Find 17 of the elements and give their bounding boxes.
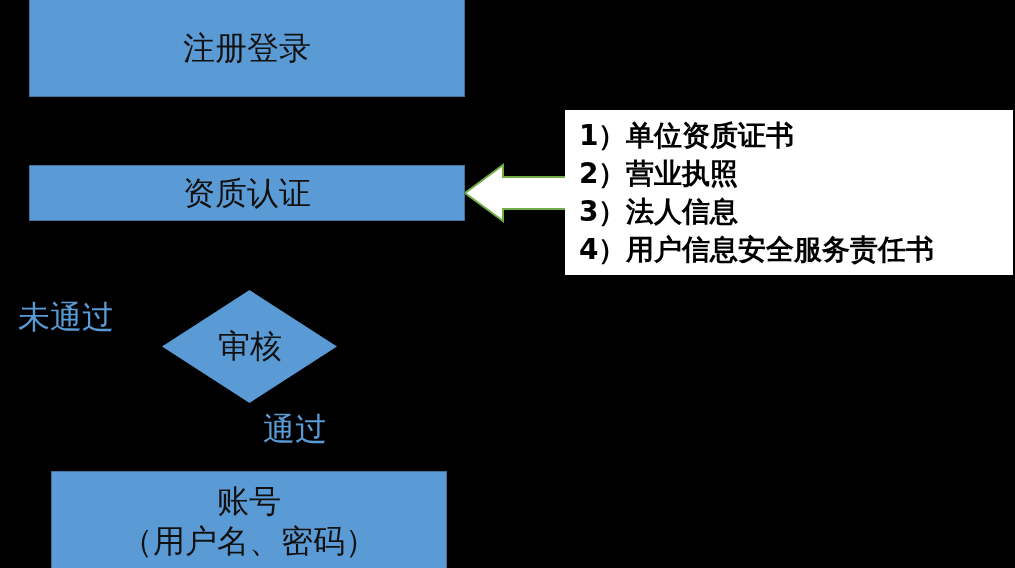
list-item: 2）营业执照 bbox=[579, 155, 739, 192]
node-title: 账号 bbox=[217, 481, 281, 521]
flow-label: 未通过 bbox=[18, 297, 114, 338]
process-box bbox=[51, 471, 447, 568]
node-subtitle: （用户名、密码） bbox=[121, 521, 377, 561]
list-item: 3）法人信息 bbox=[579, 193, 739, 230]
flow-label: 通过 bbox=[263, 409, 327, 450]
node-title: 资质认证 bbox=[183, 173, 311, 213]
node-title: 审核 bbox=[217, 325, 282, 367]
document-list-box bbox=[565, 110, 1013, 275]
process-box bbox=[29, 0, 465, 97]
block-arrow bbox=[463, 163, 566, 223]
node-title: 注册登录 bbox=[183, 27, 311, 68]
decision-diamond bbox=[162, 290, 337, 403]
list-item: 1）单位资质证书 bbox=[579, 117, 795, 154]
list-item: 4）用户信息安全服务责任书 bbox=[579, 231, 935, 268]
process-box bbox=[29, 165, 465, 221]
